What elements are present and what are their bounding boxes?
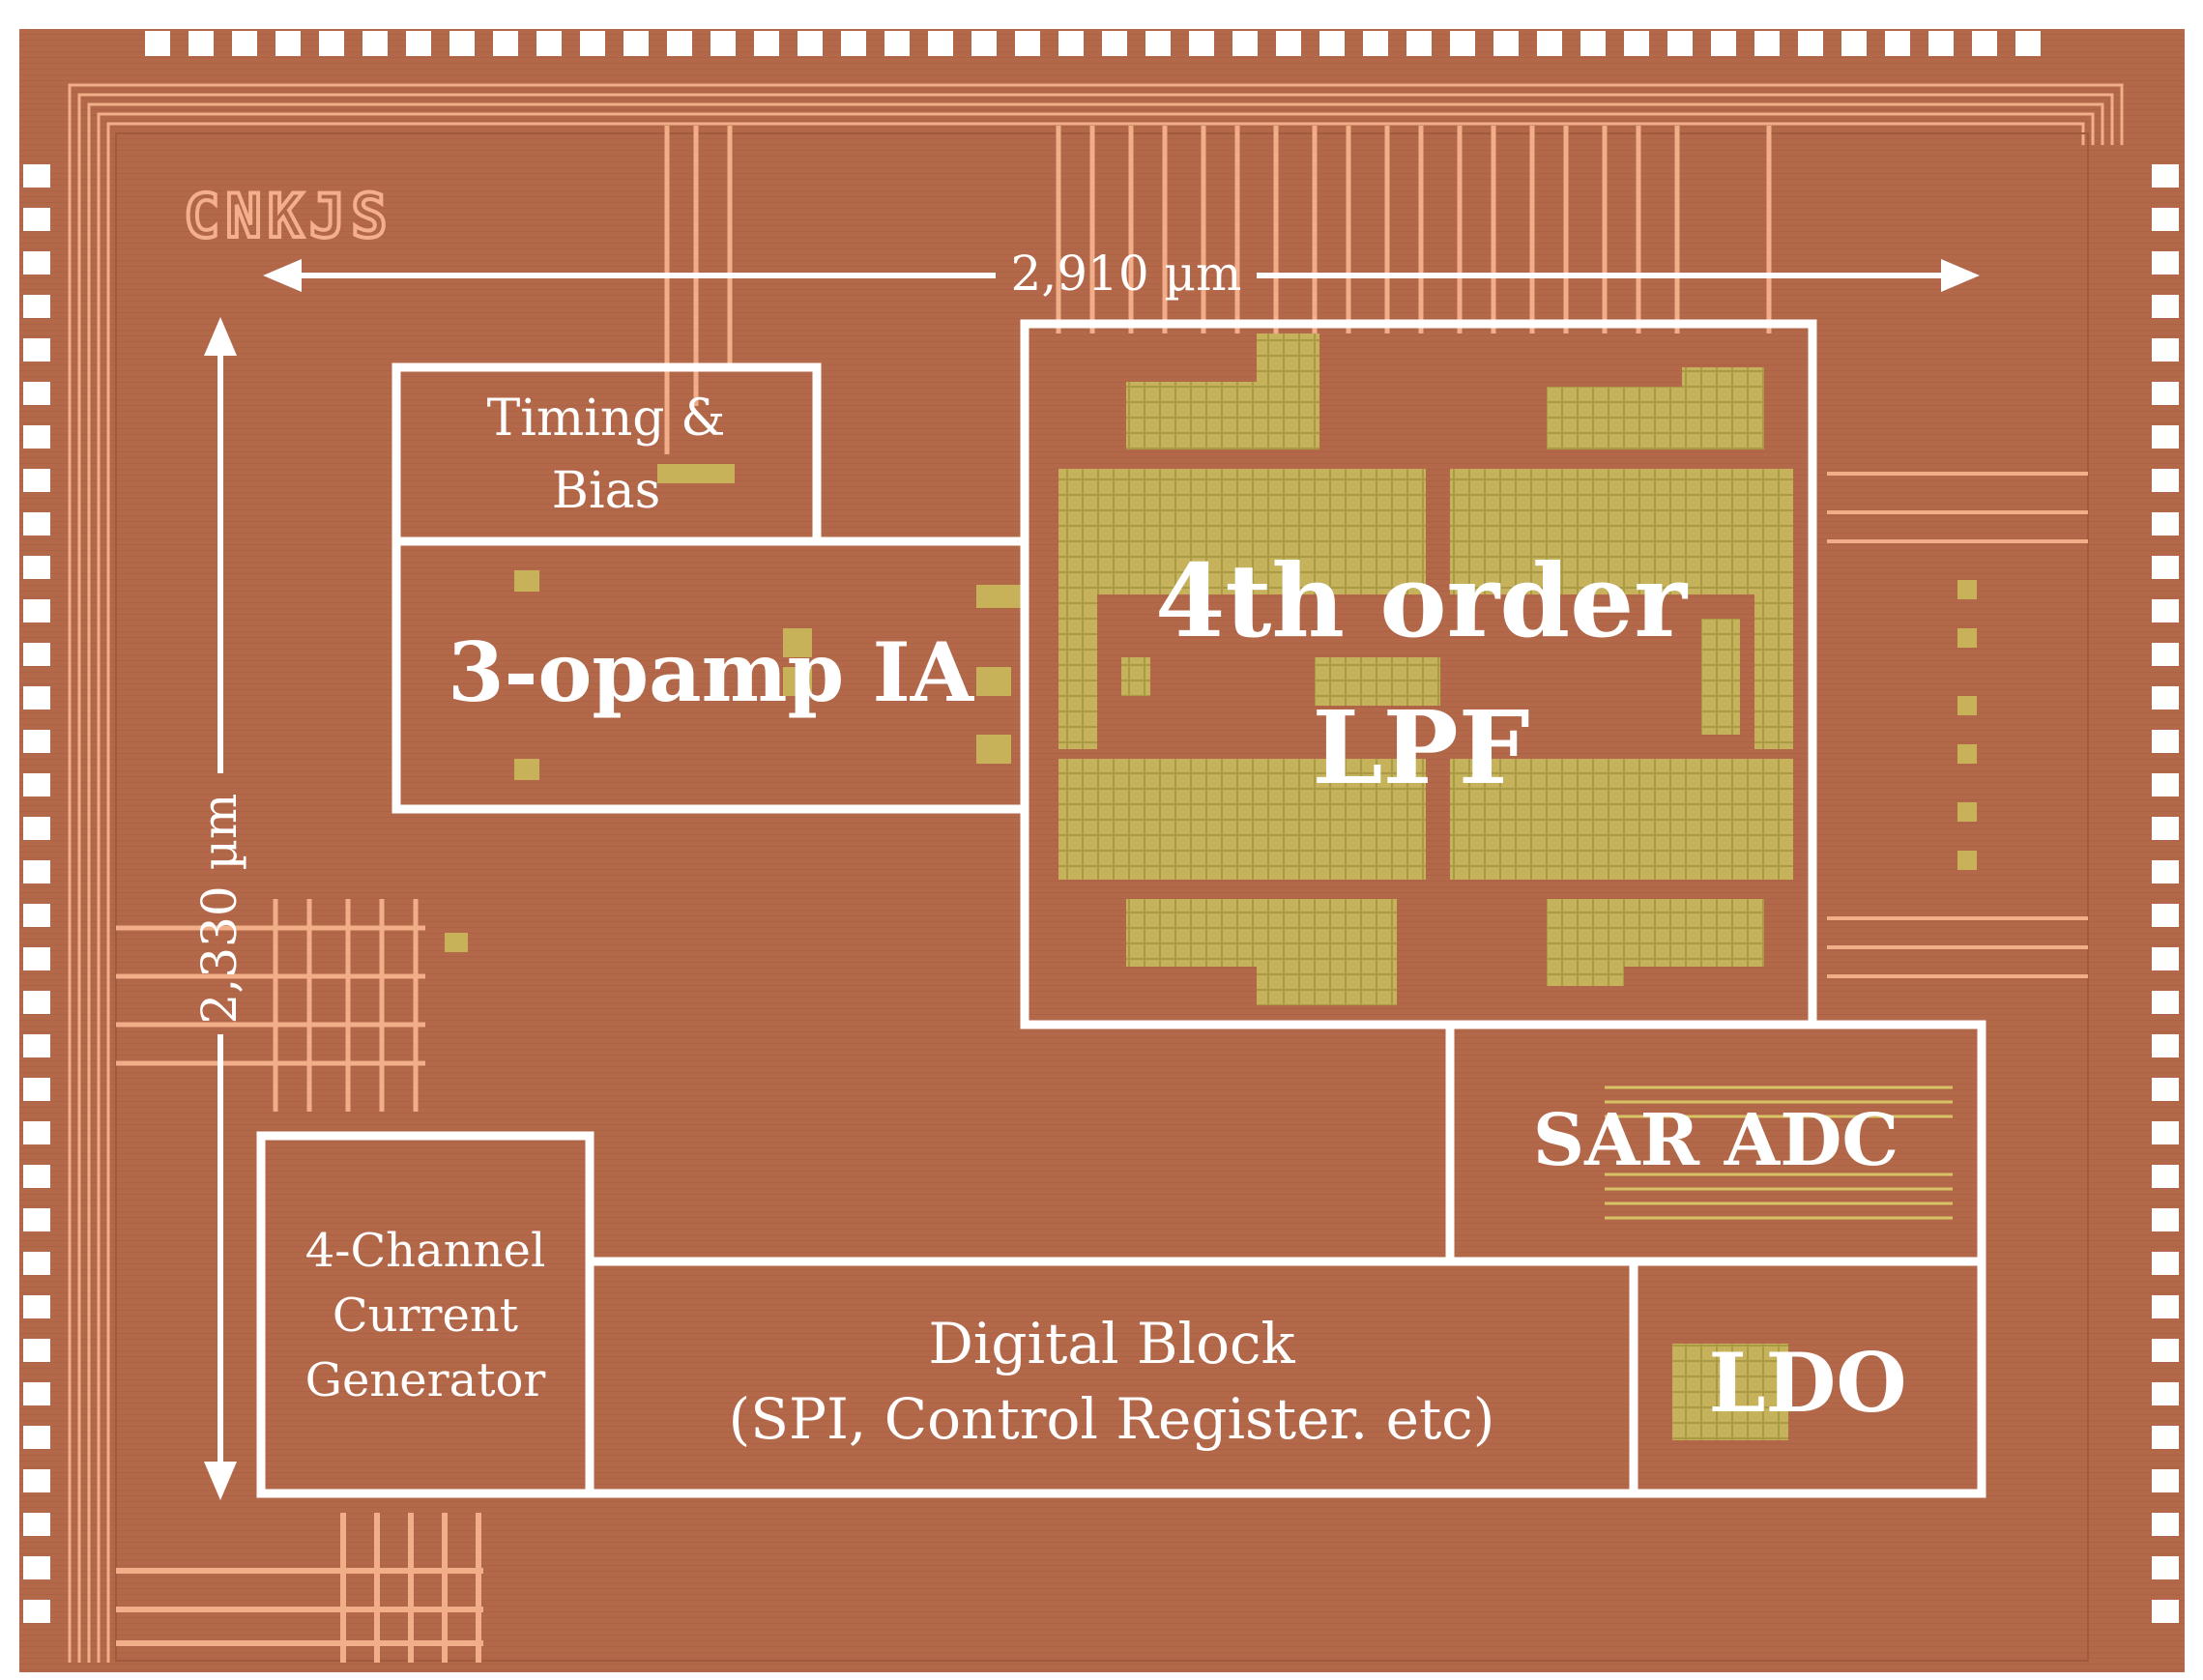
width-dimension: 2,910 µm [263,246,1980,302]
height-dimension: 2,330 µm [191,317,247,1500]
block-outlines [256,319,1986,1498]
right-routing [1827,472,2088,978]
lpf-label-line1: 4th order [1155,541,1688,660]
current-gen-label-line3: Generator [305,1353,546,1407]
die-logo: CNKJS [184,181,393,251]
digital-label-line1: Digital Block [928,1311,1295,1376]
lpf-cap-arrays [1058,333,1793,1005]
sar-adc-comb [1605,1086,1953,1220]
right-pad-row [2152,164,2179,1623]
timing-bias-label-line1: Timing & [487,390,726,448]
left-routing [116,899,425,1112]
arrow-left-icon [263,259,302,292]
width-label: 2,910 µm [1011,246,1242,302]
lpf-outline [1020,319,1817,1029]
ia-label: 3-opamp IA [448,624,975,720]
misc-cells [445,464,1977,952]
sar-adc-label: SAR ADC [1533,1099,1899,1182]
digital-label-line2: (SPI, Control Register. etc) [729,1386,1495,1452]
ldo-label: LDO [1708,1335,1906,1431]
arrow-right-icon [1941,259,1980,292]
ldo-pass-device [1672,1344,1788,1440]
top-routing [664,126,1772,454]
ldo-outline [1629,1257,1986,1498]
arrow-up-icon [204,317,237,356]
bottom-routing [116,1513,483,1663]
top-pad-row [145,31,2041,56]
arrow-down-icon [204,1462,237,1500]
current-gen-label-line2: Current [333,1289,518,1343]
height-label: 2,330 µm [191,794,247,1025]
current-gen-label-line1: 4-Channel [305,1224,546,1278]
left-pad-row [23,164,50,1623]
timing-bias-label-line2: Bias [552,462,661,520]
lpf-label-line2: LPF [1312,688,1529,807]
